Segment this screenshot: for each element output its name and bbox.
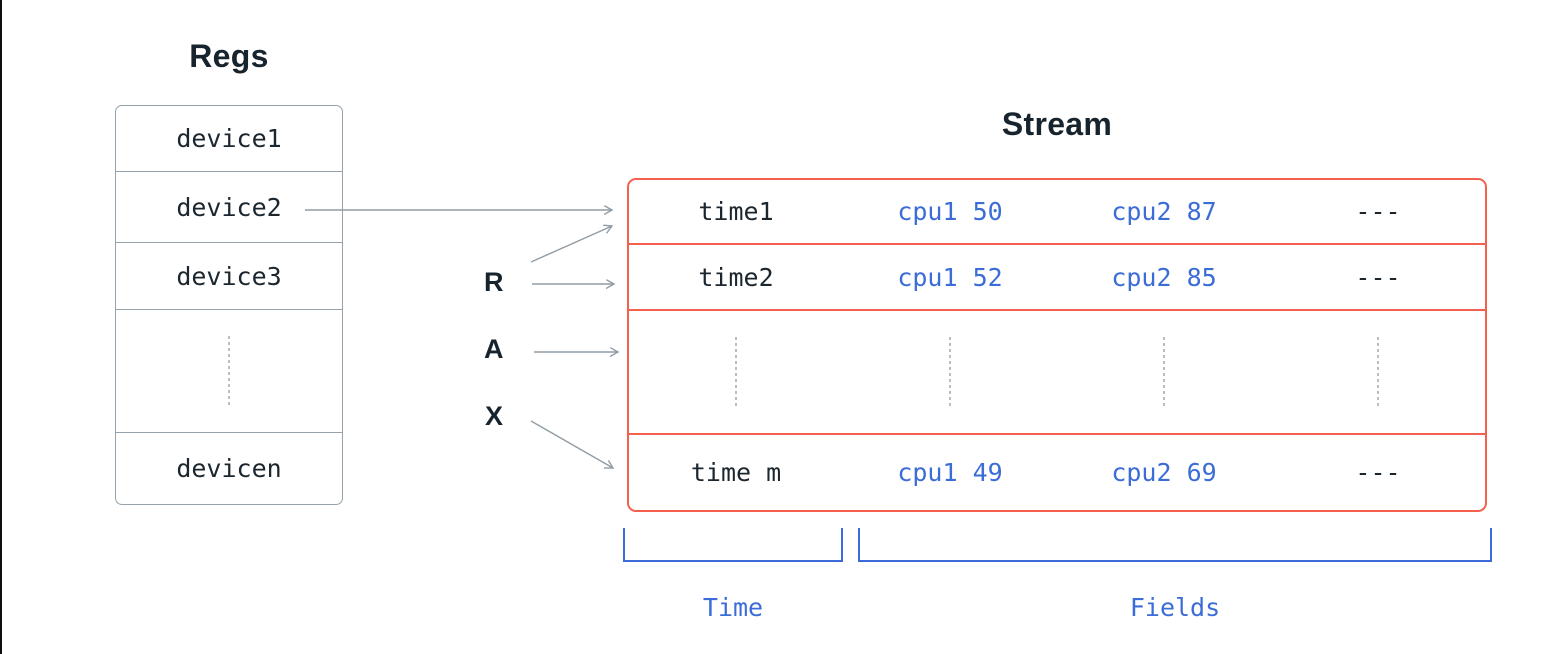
regs-title: Regs — [189, 38, 269, 74]
arrow-r-to-row1 — [530, 226, 612, 263]
ellipsis-vertical-icon — [735, 337, 737, 407]
stream-cell-ellipsis — [629, 311, 843, 433]
ellipsis-vertical-icon — [949, 337, 951, 407]
ellipsis-vertical-icon — [1163, 337, 1165, 407]
regs-row-label: device3 — [176, 261, 282, 291]
regs-row-label: device1 — [176, 124, 282, 153]
stream-cell-field: --- — [1355, 262, 1401, 292]
stream-row-ellipsis — [629, 311, 1485, 435]
stream-cell-field: cpu2 69 — [1111, 458, 1217, 487]
stream-cell-ellipsis — [843, 311, 1057, 433]
fields-legend-label: Fields — [1129, 593, 1221, 622]
register-letter-x: X — [485, 401, 504, 431]
regs-row-label: devicen — [176, 454, 282, 483]
time-legend-label: Time — [702, 593, 764, 622]
stream-cell-field: cpu1 50 — [897, 197, 1003, 226]
ellipsis-vertical-icon — [1377, 337, 1379, 407]
screen-left-border — [0, 0, 2, 654]
regs-row-device3: device3 — [116, 243, 342, 310]
register-letter-r: R — [484, 267, 504, 297]
stream-cell-ellipsis — [1271, 311, 1485, 433]
stream-cell-field: cpu2 85 — [1111, 262, 1217, 292]
stream-cell-ellipsis — [1057, 311, 1271, 433]
stream-row-time2: time2 cpu1 52 cpu2 85 --- — [629, 245, 1485, 311]
stream-cell-field: --- — [1355, 197, 1401, 226]
stream-title: Stream — [1001, 106, 1113, 142]
stream-cell-field: cpu1 49 — [897, 458, 1003, 487]
stream-cell-time: time1 — [698, 197, 774, 226]
regs-row-device1: device1 — [116, 106, 342, 172]
stream-row-time-m: time m cpu1 49 cpu2 69 --- — [629, 435, 1485, 510]
stream-cell-time: time m — [690, 458, 782, 487]
arrow-x-to-row4 — [530, 420, 613, 468]
stream-cell-field: cpu1 52 — [897, 262, 1003, 292]
register-letter-a: A — [484, 334, 504, 364]
stream-row-time1: time1 cpu1 50 cpu2 87 --- — [629, 180, 1485, 245]
regs-row-device2: device2 — [116, 172, 342, 243]
stream-cell-field: --- — [1355, 458, 1401, 487]
regs-row-devicen: devicen — [116, 433, 342, 504]
regs-row-ellipsis — [116, 310, 342, 433]
ellipsis-vertical-icon — [228, 336, 230, 406]
time-bracket — [623, 528, 843, 562]
stream-cell-time: time2 — [698, 262, 774, 292]
regs-table: device1 device2 device3 devicen — [115, 105, 343, 505]
fields-bracket — [858, 528, 1492, 562]
stream-table: time1 cpu1 50 cpu2 87 --- time2 cpu1 52 … — [627, 178, 1487, 512]
regs-row-label: device2 — [176, 192, 282, 222]
stream-cell-field: cpu2 87 — [1111, 197, 1217, 226]
